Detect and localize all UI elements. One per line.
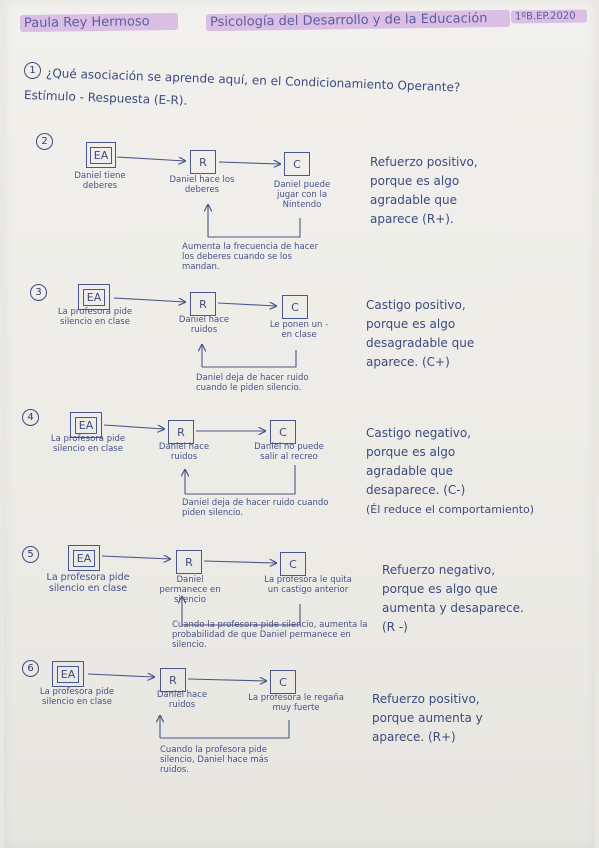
question-number-6: 6 bbox=[22, 660, 39, 677]
notebook-page bbox=[4, 0, 595, 848]
conclusion-line: (Él reduce el comportamiento) bbox=[366, 503, 535, 516]
conclusion-line: porque es algo bbox=[370, 174, 460, 188]
question-number-3: 3 bbox=[30, 284, 47, 301]
ea-description: La profesora pide silencio en clase bbox=[39, 687, 115, 707]
c-description: La profesora le quita un castigo anterio… bbox=[264, 575, 352, 595]
conclusion-line: aumenta y desaparece. bbox=[382, 601, 524, 615]
conclusion-line: porque es algo que bbox=[382, 582, 498, 596]
ea-description: La profesora pide silencio en clase bbox=[46, 572, 130, 594]
box-c: C bbox=[270, 670, 296, 694]
conclusion-line: aparece. (R+) bbox=[372, 730, 456, 744]
box-c: C bbox=[280, 552, 306, 576]
box-ea-label: EA bbox=[56, 665, 80, 683]
conclusion-line: Refuerzo positivo, bbox=[372, 692, 480, 706]
box-r: R bbox=[190, 150, 216, 174]
conclusion-line: (R -) bbox=[382, 620, 408, 634]
loop-description: Daniel deja de hacer ruido cuando le pid… bbox=[196, 373, 309, 393]
box-ea-label: EA bbox=[89, 146, 113, 164]
ea-description: La profesora pide silencio en clase bbox=[57, 307, 133, 327]
ea-description: Daniel tiene deberes bbox=[74, 171, 126, 191]
r-description: Daniel hace ruidos bbox=[156, 690, 208, 710]
box-ea: EA bbox=[86, 142, 116, 168]
box-r: R bbox=[190, 292, 216, 316]
question-number-2: 2 bbox=[36, 133, 53, 150]
box-r: R bbox=[168, 420, 194, 444]
loop-description: Cuando la profesora pide silencio, Danie… bbox=[160, 745, 269, 775]
r-description: Daniel hace los deberes bbox=[169, 175, 235, 195]
r-description: Daniel hace ruidos bbox=[178, 315, 230, 335]
box-r: R bbox=[160, 668, 186, 692]
box-ea: EA bbox=[68, 545, 100, 571]
conclusion-line: desagradable que bbox=[366, 336, 475, 350]
box-ea: EA bbox=[52, 661, 84, 687]
box-ea: EA bbox=[78, 284, 110, 310]
conclusion-line: porque es algo bbox=[366, 445, 456, 459]
question-number-1: 1 bbox=[24, 62, 41, 79]
box-ea-label: EA bbox=[72, 549, 96, 567]
question-number-5: 5 bbox=[22, 546, 39, 563]
box-ea-label: EA bbox=[74, 416, 98, 434]
conclusion-line: Refuerzo positivo, bbox=[370, 155, 478, 169]
c-description: Daniel no puede salir al recreo bbox=[254, 442, 324, 462]
box-c: C bbox=[282, 295, 308, 319]
conclusion-line: Castigo positivo, bbox=[366, 298, 466, 312]
conclusion-line: agradable que bbox=[370, 193, 457, 207]
loop-description: Cuando la profesora pide silencio, aumen… bbox=[172, 620, 368, 650]
loop-description: Daniel deja de hacer ruido cuando piden … bbox=[182, 498, 329, 518]
box-ea: EA bbox=[70, 412, 102, 438]
box-ea-label: EA bbox=[82, 288, 106, 306]
question-number-4: 4 bbox=[22, 409, 39, 426]
conclusion-line: aparece (R+). bbox=[370, 212, 454, 226]
box-c: C bbox=[270, 420, 296, 444]
conclusion-line: desaparece. (C-) bbox=[366, 483, 466, 497]
c-description: Le ponen un - en clase bbox=[269, 320, 329, 340]
conclusion-line: aparece. (C+) bbox=[366, 355, 450, 369]
loop-description: Aumenta la frecuencia de hacer los deber… bbox=[182, 242, 319, 272]
r-description: Daniel hace ruidos bbox=[158, 442, 210, 462]
c-description: La profesora le regaña muy fuerte bbox=[248, 693, 344, 713]
box-r: R bbox=[176, 550, 202, 574]
r-description: Daniel permanece en silencio bbox=[159, 575, 221, 605]
conclusion-line: Refuerzo negativo, bbox=[382, 563, 496, 577]
ea-description: La profesora pide silencio en clase bbox=[50, 434, 126, 454]
conclusion-line: agradable que bbox=[366, 464, 453, 478]
c-description: Daniel puede jugar con la Nintendo bbox=[273, 180, 331, 210]
conclusion-line: Castigo negativo, bbox=[366, 426, 472, 440]
conclusion-line: porque aumenta y bbox=[372, 711, 483, 725]
box-c: C bbox=[284, 152, 310, 176]
conclusion-line: porque es algo bbox=[366, 317, 456, 331]
